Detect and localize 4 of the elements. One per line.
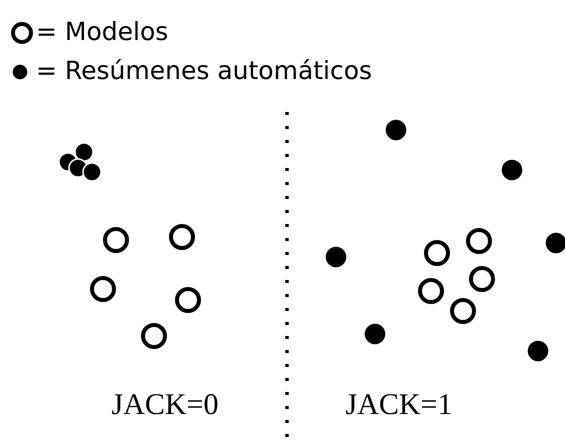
panel-label: JACK=0 (112, 388, 218, 422)
legend-label: = Resúmenes automáticos (36, 56, 372, 86)
legend-label: = Modelos (36, 17, 168, 47)
panel-label: JACK=1 (346, 388, 452, 422)
